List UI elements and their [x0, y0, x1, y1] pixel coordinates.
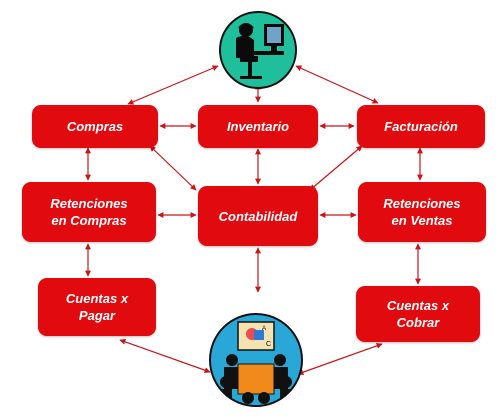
retenciones-compras-box: Retenciones en Compras — [22, 182, 156, 242]
inventario-label: Inventario — [226, 119, 290, 134]
cuentas-cobrar-box: Cuentas x Cobrar — [356, 286, 480, 342]
arrow-cuentaspagar-bottom — [119, 338, 211, 374]
svg-text:A: A — [262, 326, 266, 332]
contabilidad-label: Contabilidad — [218, 208, 298, 224]
compras-box: Compras — [32, 105, 158, 148]
retenciones-ventas-line2: en Ventas — [391, 213, 453, 228]
inventario-box: Inventario — [198, 105, 318, 148]
cuentas-cobrar-line2: Cobrar — [396, 315, 440, 330]
contabilidad-box: Contabilidad — [198, 186, 318, 246]
facturacion-box: Facturación — [357, 105, 485, 148]
retenciones-compras-line2: en Compras — [51, 213, 127, 228]
cuentas-pagar-line2: Pagar — [78, 308, 116, 323]
cuentas-pagar-box: Cuentas x Pagar — [38, 278, 156, 336]
cuentas-pagar-line1: Cuentas x — [65, 291, 129, 306]
compras-label: Compras — [66, 119, 124, 134]
arrow-facturacion-contabilidad — [309, 145, 363, 191]
arrow-top-compras — [127, 65, 219, 105]
call-center-operator-icon — [219, 11, 297, 89]
arrow-top-facturacion — [295, 65, 379, 104]
retenciones-ventas-box: Retenciones en Ventas — [358, 182, 486, 242]
retenciones-ventas-line1: Retenciones — [383, 196, 461, 211]
facturacion-label: Facturación — [384, 119, 458, 134]
business-meeting-icon: C A — [209, 313, 303, 407]
arrow-cuentascobrar-bottom — [297, 342, 383, 376]
arrow-compras-contabilidad — [149, 145, 197, 191]
retenciones-compras-line1: Retenciones — [50, 196, 128, 211]
svg-text:C: C — [266, 341, 271, 348]
cuentas-cobrar-line1: Cuentas x — [386, 298, 450, 313]
